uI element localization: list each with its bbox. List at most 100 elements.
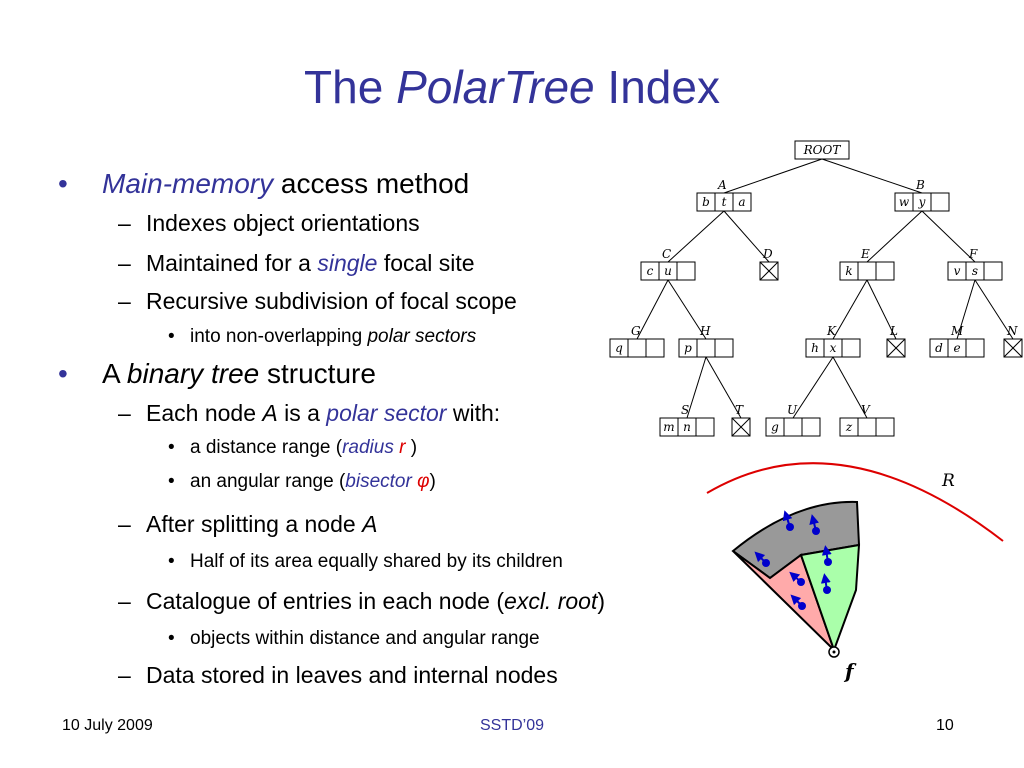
- tree-node-l: L: [886, 324, 906, 358]
- tree-node-label: E: [860, 247, 870, 261]
- tree-cell-entry: w: [899, 195, 910, 209]
- radius-label: R: [941, 471, 955, 491]
- footer-date: 10 July 2009: [62, 717, 153, 734]
- tree-edge: [667, 279, 707, 340]
- tree-cell: [695, 417, 715, 437]
- subbullet-recursive: –Recursive subdivision of focal scope: [118, 288, 517, 314]
- subbullet-maintained: –Maintained for a single focal site: [118, 250, 475, 276]
- object-marker: [782, 510, 794, 531]
- tree-node-label: U: [787, 403, 798, 417]
- tree-edge: [921, 210, 976, 263]
- tree-node-label: C: [662, 247, 671, 261]
- tree-node-g: Gq: [609, 324, 665, 358]
- tree-cell: [696, 338, 716, 358]
- tree-edge: [832, 279, 868, 340]
- tree-node-u: Ug: [765, 403, 821, 437]
- tree-node-label: A: [717, 178, 727, 192]
- tree-cell-entry: d: [935, 341, 943, 355]
- subbullet-indexes: –Indexes object orientations: [118, 210, 420, 236]
- tree-node-label: L: [889, 324, 898, 338]
- subbullet-data-stored: –Data stored in leaves and internal node…: [118, 662, 558, 688]
- tree-node-t: T: [731, 403, 751, 437]
- subsubbullet-distance-range: •a distance range (radius r ): [168, 437, 418, 458]
- tree-cell: [857, 417, 877, 437]
- tree-cell: [875, 417, 895, 437]
- tree-cell: [714, 338, 734, 358]
- tree-node-label: M: [950, 324, 964, 338]
- tree-node-label: B: [915, 178, 925, 192]
- tree-cell-entry: m: [663, 420, 674, 434]
- tree-edge: [705, 356, 742, 419]
- tree-cell: [783, 417, 803, 437]
- subbullet-each-node: –Each node A is a polar sector with:: [118, 400, 501, 426]
- tree-cell-entry: b: [702, 195, 710, 209]
- tree-cell: [857, 261, 877, 281]
- subbullet-after-splitting: –After splitting a node A: [118, 511, 378, 537]
- tree-edge: [667, 210, 725, 263]
- tree-node-d: D: [759, 247, 779, 281]
- tree-cell: [627, 338, 647, 358]
- tree-node-label: H: [699, 324, 711, 338]
- polar-sector-diagram: R f: [706, 462, 1004, 683]
- object-marker: [790, 594, 806, 610]
- object-marker: [754, 551, 770, 567]
- tree-edge: [636, 279, 669, 340]
- tree-cell-entry: z: [845, 420, 853, 434]
- tree-node-label: S: [681, 403, 689, 417]
- footer-conference: SSTD’09: [479, 717, 545, 734]
- tree-cell-entry: p: [684, 341, 692, 355]
- subsubbullet-polar-sectors: •into non-overlapping polar sectors: [168, 326, 477, 347]
- tree-edge: [821, 158, 923, 194]
- tree-edge: [974, 279, 1014, 340]
- tree-cell-entry: t: [722, 195, 727, 209]
- tree-cell-entry: v: [954, 264, 961, 278]
- subsubbullet-objects-within: •objects within distance and angular ran…: [168, 628, 540, 649]
- tree-edge: [723, 210, 770, 263]
- tree-node-label: F: [968, 247, 978, 261]
- tree-cell-entry: g: [771, 420, 779, 434]
- tree-cell: [841, 338, 861, 358]
- tree-root-label: ROOT: [803, 143, 842, 157]
- tree-cell: [930, 192, 950, 212]
- tree-cell: [983, 261, 1003, 281]
- tree-cell-entry: e: [953, 341, 960, 355]
- object-markers: [754, 510, 832, 610]
- tree-edge: [832, 356, 868, 419]
- tree-cell-entry: k: [845, 264, 852, 278]
- tree-cell: [676, 261, 696, 281]
- tree-edge: [866, 210, 923, 263]
- tree-cell: [965, 338, 985, 358]
- object-marker: [820, 573, 831, 594]
- tree-node-label: K: [826, 324, 837, 338]
- tree-cell: [801, 417, 821, 437]
- tree-node-label: V: [861, 403, 871, 417]
- tree-node-n: N: [1003, 324, 1023, 358]
- focal-label: f: [843, 659, 857, 683]
- tree-edge: [866, 279, 897, 340]
- tree-cell: [732, 192, 752, 212]
- tree-cell-entry: s: [972, 264, 978, 278]
- tree-node-label: D: [762, 247, 773, 261]
- tree-cell-entry: y: [918, 195, 926, 209]
- tree-edge: [723, 158, 823, 194]
- footer-page-number: 10: [936, 717, 954, 734]
- tree-cell-entry: h: [811, 341, 819, 355]
- tree-node-v: Vz: [839, 403, 895, 437]
- object-marker: [789, 571, 805, 586]
- tree-cell: [645, 338, 665, 358]
- tree-edge: [792, 356, 834, 419]
- tree-node-label: N: [1006, 324, 1018, 338]
- tree-root-node: [794, 140, 850, 160]
- sector-right-green: [799, 543, 861, 653]
- subsubbullet-angular-range: •an angular range (bisector φ): [168, 471, 436, 492]
- tree-cell-entry: a: [738, 195, 745, 209]
- subbullet-catalogue: –Catalogue of entries in each node (excl…: [118, 588, 606, 614]
